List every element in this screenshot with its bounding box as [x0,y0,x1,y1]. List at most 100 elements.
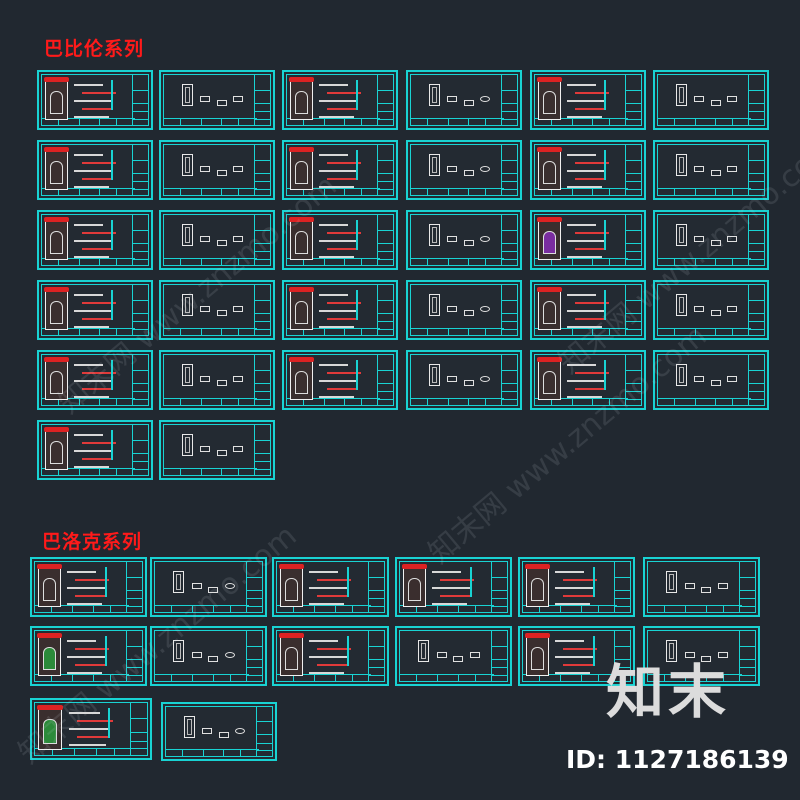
profile-detail-line [82,388,112,390]
sheet-footer-strip [163,118,258,126]
section-profile-shape [727,376,737,382]
drawing-sheet-thumbnail[interactable] [159,210,275,270]
sheet-footer-strip [163,398,258,406]
drawing-sheet-thumbnail[interactable] [30,698,152,760]
profile-detail-line [567,84,596,86]
profile-detail-line [567,100,606,102]
drawing-sheet-thumbnail[interactable] [282,280,398,340]
sheet-footer-strip [657,398,752,406]
molding-profile-line [356,80,358,110]
sheet-footer-strip [41,398,136,406]
drawing-sheet-thumbnail[interactable] [530,140,646,200]
drawing-sheet-thumbnail[interactable] [530,280,646,340]
sheet-title-block [625,74,642,126]
sheet-title-block [739,561,756,613]
sheet-footer-strip [534,328,629,336]
sheet-title-block [377,74,394,126]
sheet-inner-border [154,630,263,682]
profile-detail-line [432,571,461,573]
molding-profile-line [111,360,113,390]
drawing-sheet-thumbnail[interactable] [30,557,147,617]
drawing-sheet-thumbnail[interactable] [37,280,153,340]
drawing-sheet-thumbnail[interactable] [406,350,522,410]
profile-detail-line [319,186,354,188]
drawing-sheet-thumbnail[interactable] [530,350,646,410]
sheet-title-block [377,144,394,196]
drawing-sheet-thumbnail[interactable] [282,350,398,410]
profile-detail-line [563,595,593,597]
drawing-sheet-thumbnail[interactable] [150,557,267,617]
sheet-title-block [748,284,765,336]
profile-detail-line [575,162,609,164]
sheet-title-block [246,630,263,682]
drawing-sheet-thumbnail[interactable] [653,210,769,270]
sheet-inner-border [165,706,273,757]
drawing-sheet-thumbnail[interactable] [653,140,769,200]
sheet-title-block [130,702,148,756]
drawing-sheet-thumbnail[interactable] [643,626,760,686]
sheet-footer-strip [34,674,130,682]
profile-detail-line [555,571,584,573]
drawing-sheet-thumbnail[interactable] [37,420,153,480]
drawing-sheet-thumbnail[interactable] [518,626,635,686]
drawing-sheet-thumbnail[interactable] [282,70,398,130]
sheet-title-block [748,354,765,406]
drawing-sheet-thumbnail[interactable] [159,350,275,410]
profile-detail-line [74,466,109,468]
section-profile-shape [200,446,210,452]
drawing-sheet-thumbnail[interactable] [406,280,522,340]
door-section-drawing [429,294,440,316]
door-section-drawing [676,154,687,176]
drawing-sheet-thumbnail[interactable] [159,70,275,130]
sheet-title-block [491,630,508,682]
drawing-sheet-thumbnail[interactable] [406,70,522,130]
drawing-sheet-thumbnail[interactable] [395,626,512,686]
drawing-sheet-thumbnail[interactable] [406,140,522,200]
sheet-footer-strip [410,328,505,336]
door-section-drawing [666,571,677,593]
profile-detail-line [555,672,590,674]
drawing-sheet-thumbnail[interactable] [518,557,635,617]
sheet-title-block [368,630,385,682]
drawing-sheet-thumbnail[interactable] [406,210,522,270]
drawing-sheet-thumbnail[interactable] [282,140,398,200]
door-section-drawing [676,224,687,246]
section-profile-shape [200,236,210,242]
profile-detail-line [327,178,357,180]
profile-detail-line [74,240,113,242]
drawing-sheet-thumbnail[interactable] [282,210,398,270]
drawing-sheet-thumbnail[interactable] [161,702,277,761]
drawing-sheet-thumbnail[interactable] [37,70,153,130]
section-profile-shape [217,240,227,246]
drawing-sheet-thumbnail[interactable] [159,280,275,340]
sheet-title-block [614,561,631,613]
profile-detail-line [309,656,348,658]
section-profile-shape [235,728,245,734]
drawing-sheet-thumbnail[interactable] [395,557,512,617]
drawing-sheet-thumbnail[interactable] [653,70,769,130]
profile-detail-line [319,310,358,312]
drawing-sheet-thumbnail[interactable] [159,420,275,480]
drawing-sheet-thumbnail[interactable] [643,557,760,617]
drawing-sheet-thumbnail[interactable] [272,557,389,617]
drawing-sheet-thumbnail[interactable] [530,70,646,130]
sheet-inner-border [657,354,765,406]
drawing-sheet-thumbnail[interactable] [530,210,646,270]
drawing-sheet-thumbnail[interactable] [37,140,153,200]
drawing-sheet-thumbnail[interactable] [653,350,769,410]
drawing-sheet-thumbnail[interactable] [272,626,389,686]
profile-detail-line [317,664,347,666]
profile-detail-line [563,648,597,650]
door-elevation-drawing [537,217,562,260]
section-profile-shape [233,96,243,102]
drawing-sheet-thumbnail[interactable] [653,280,769,340]
door-elevation-drawing [537,147,562,190]
profile-detail-line [74,396,109,398]
drawing-sheet-thumbnail[interactable] [159,140,275,200]
drawing-sheet-thumbnail[interactable] [37,350,153,410]
drawing-sheet-thumbnail[interactable] [150,626,267,686]
profile-detail-line [317,579,351,581]
drawing-sheet-thumbnail[interactable] [30,626,147,686]
drawing-sheet-thumbnail[interactable] [37,210,153,270]
profile-detail-line [317,595,347,597]
